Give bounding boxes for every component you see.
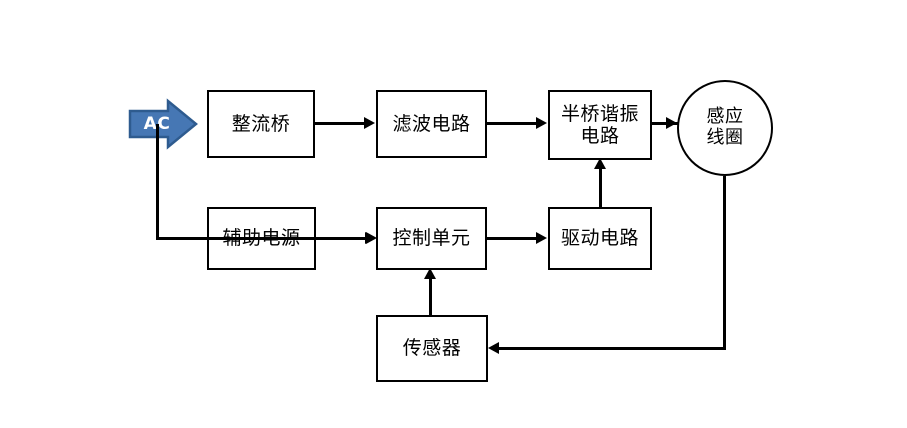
node-half-bridge-resonant-circuit[interactable]: 半桥谐振 电路 <box>548 90 652 160</box>
arrowhead-control-to-drive <box>536 232 547 244</box>
node-filter-circuit[interactable]: 滤波电路 <box>376 90 487 158</box>
edge-coil-feedback-horizontal <box>497 347 726 350</box>
node-control-unit[interactable]: 控制单元 <box>376 207 487 270</box>
node-drive-circuit[interactable]: 驱动电路 <box>548 207 652 270</box>
node-rectifier[interactable]: 整流桥 <box>207 90 315 158</box>
edge-rectifier-to-filter <box>315 122 365 125</box>
arrowhead-half-bridge-to-coil <box>666 117 677 129</box>
node-sensor[interactable]: 传感器 <box>376 315 488 382</box>
arrowhead-filter-to-half-bridge <box>536 117 547 129</box>
arrowhead-aux-to-control <box>365 232 376 244</box>
ac-input-arrow: AC <box>128 98 198 150</box>
arrowhead-sensor-to-control <box>424 268 436 279</box>
edge-drive-to-half-bridge <box>599 168 602 209</box>
arrowhead-rectifier-to-filter <box>364 117 375 129</box>
edge-filter-to-half-bridge <box>487 122 537 125</box>
edge-half-bridge-to-coil <box>652 122 678 125</box>
edge-coil-feedback-vertical <box>723 176 726 349</box>
node-induction-coil[interactable]: 感应 线圈 <box>677 80 773 176</box>
edge-aux-to-control <box>316 237 366 240</box>
arrowhead-drive-to-half-bridge <box>594 158 606 169</box>
arrowhead-coil-to-sensor <box>488 342 499 354</box>
edge-ac-to-aux-vertical <box>156 124 159 240</box>
edge-ac-to-aux-horizontal <box>156 237 371 240</box>
edge-control-to-drive <box>487 237 537 240</box>
block-arrow-right-icon <box>128 98 198 150</box>
edge-sensor-to-control <box>429 278 432 317</box>
